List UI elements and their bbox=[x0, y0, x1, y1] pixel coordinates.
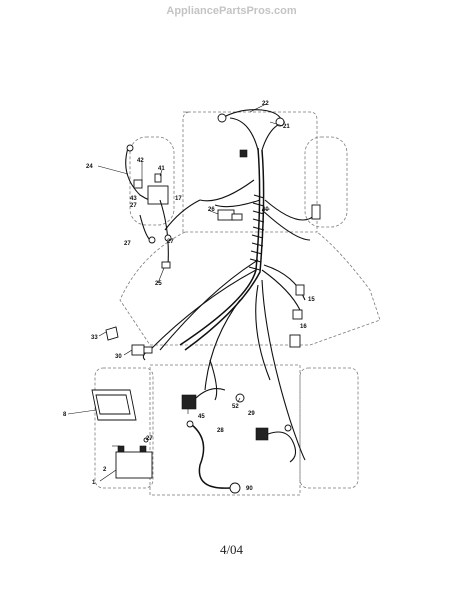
callout-41: 41 bbox=[158, 166, 165, 172]
safety-switches bbox=[289, 284, 305, 348]
connector-33 bbox=[105, 326, 119, 341]
callout-15: 15 bbox=[308, 297, 315, 303]
callout-28: 28 bbox=[217, 428, 224, 434]
ignition-switch-assembly bbox=[125, 144, 172, 269]
battery-tray bbox=[91, 389, 137, 421]
callout-30: 30 bbox=[115, 354, 122, 360]
callout-27c: 27 bbox=[167, 239, 174, 245]
callout-90: 90 bbox=[246, 486, 253, 492]
callout-16: 16 bbox=[300, 324, 307, 330]
callout-22: 22 bbox=[262, 101, 269, 107]
callout-26: 26 bbox=[208, 207, 215, 213]
callout-43: 43 bbox=[130, 196, 137, 202]
starter-solenoid bbox=[255, 424, 297, 463]
callout-27a: 27 bbox=[130, 203, 137, 209]
relay-assembly bbox=[217, 204, 321, 221]
battery bbox=[112, 437, 153, 479]
callout-27d: 27 bbox=[146, 436, 153, 442]
callout-labels: 22 21 24 42 41 43 17 27 27 27 26 40 25 3… bbox=[63, 101, 315, 492]
connector-30 bbox=[131, 344, 153, 356]
callout-27b: 27 bbox=[124, 241, 131, 247]
callout-52: 52 bbox=[232, 404, 239, 410]
callout-45: 45 bbox=[198, 414, 205, 420]
callout-29: 29 bbox=[248, 411, 255, 417]
headlight-harness bbox=[217, 109, 285, 158]
battery-cable bbox=[186, 420, 241, 494]
callout-8: 8 bbox=[63, 412, 67, 418]
callout-17: 17 bbox=[175, 196, 182, 202]
callout-25: 25 bbox=[155, 281, 162, 287]
leader-lines bbox=[67, 103, 284, 482]
callout-1: 1 bbox=[92, 480, 96, 486]
diagram-date: 4/04 bbox=[219, 542, 244, 557]
callout-21: 21 bbox=[283, 124, 290, 130]
callout-33: 33 bbox=[91, 335, 98, 341]
callout-42: 42 bbox=[137, 158, 144, 164]
callout-40: 40 bbox=[262, 207, 269, 213]
main-harness bbox=[142, 117, 316, 461]
site-watermark: AppliancePartsPros.com bbox=[166, 5, 297, 17]
callout-2: 2 bbox=[103, 467, 107, 473]
chassis-outline bbox=[94, 111, 381, 496]
callout-24: 24 bbox=[86, 164, 93, 170]
